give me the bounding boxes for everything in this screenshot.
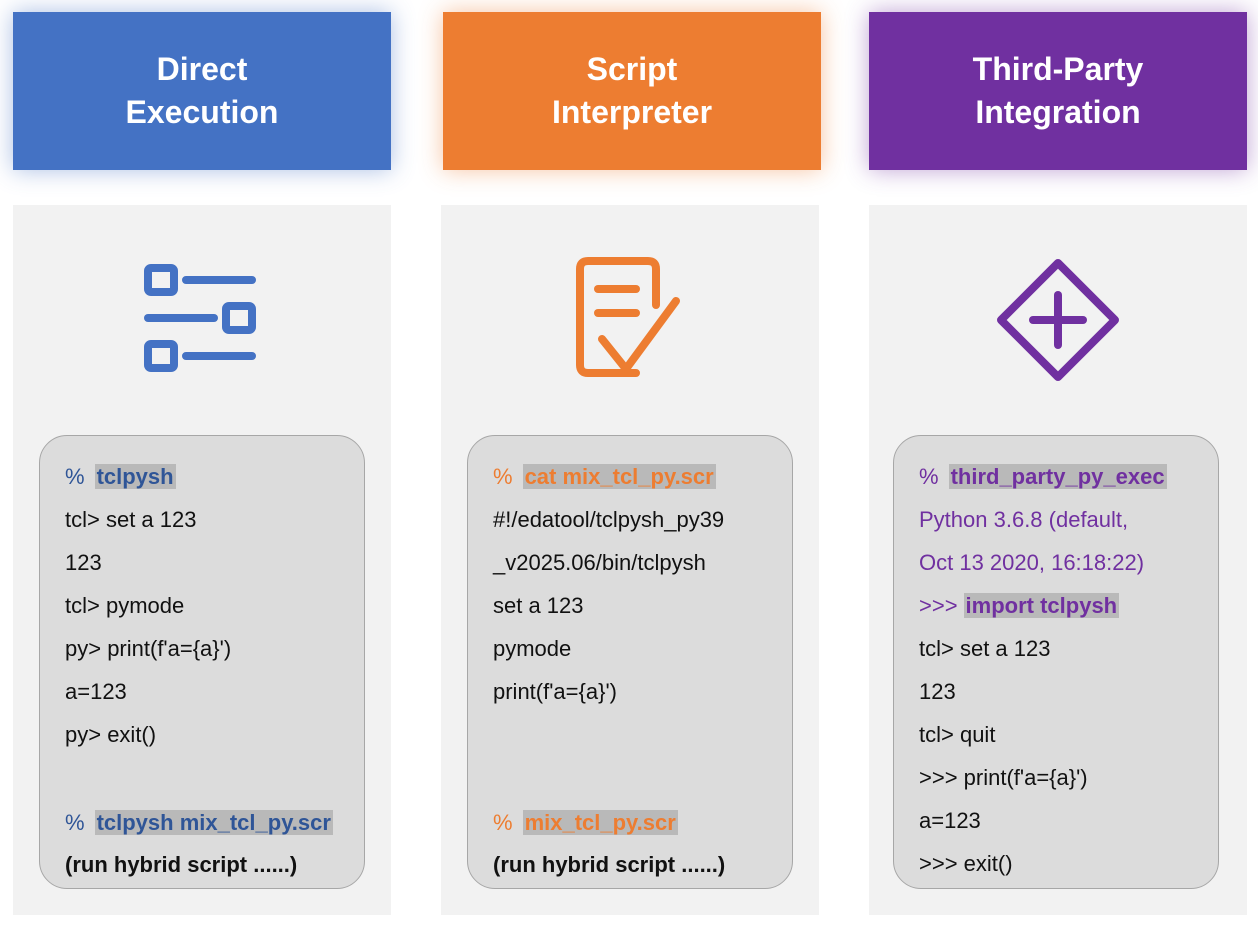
terminal-line: a=123: [919, 808, 981, 833]
terminal-line: tcl> set a 123: [65, 507, 197, 532]
command-text: tclpysh mix_tcl_py.scr: [94, 810, 333, 835]
terminal-line: % mix_tcl_py.scr: [493, 808, 678, 838]
prompt-symbol: %: [65, 464, 85, 489]
prompt-symbol: %: [493, 810, 513, 835]
terminal-line: py> exit(): [65, 722, 157, 747]
terminal-line: #!/edatool/tclpysh_py39: [493, 507, 725, 532]
terminal-line: tcl> pymode: [65, 593, 185, 618]
terminal-line: (run hybrid script ......): [493, 852, 726, 877]
terminal-line: set a 123: [493, 593, 584, 618]
terminal-line: >>> exit(): [919, 851, 1013, 876]
header-title-line2: Integration: [975, 94, 1141, 130]
command-text: import tclpysh: [963, 593, 1120, 618]
prompt-symbol: %: [919, 464, 939, 489]
terminal-line: % cat mix_tcl_py.scr: [493, 462, 716, 492]
panel-third-party-integration: % third_party_py_exec Python 3.6.8 (defau…: [869, 205, 1247, 915]
terminal-box: % cat mix_tcl_py.scr #!/edatool/tclpysh_p…: [467, 435, 793, 889]
terminal-line: print(f'a={a}'): [493, 679, 617, 704]
terminal-line: % tclpysh: [65, 462, 176, 492]
terminal-line: % tclpysh mix_tcl_py.scr: [65, 808, 333, 838]
terminal-line: pymode: [493, 636, 572, 661]
terminal-line: 123: [65, 550, 102, 575]
prompt-symbol: >>>: [919, 593, 958, 618]
command-text: mix_tcl_py.scr: [522, 810, 678, 835]
header-title-line1: Third-Party: [972, 51, 1144, 87]
terminal-line: 123: [919, 679, 956, 704]
diamond-plus-icon: [869, 250, 1247, 390]
header-title-line1: Direct: [156, 51, 248, 87]
terminal-line: % third_party_py_exec: [919, 462, 1167, 492]
script-check-icon: [441, 250, 819, 390]
terminal-line: (run hybrid script ......): [65, 852, 298, 877]
header-direct-execution: Direct Execution: [13, 12, 391, 170]
terminal-line: tcl> quit: [919, 722, 996, 747]
terminal-line: _v2025.06/bin/tclpysh: [493, 550, 706, 575]
list-settings-icon: [13, 250, 391, 390]
terminal-line: >>>import tclpysh: [919, 591, 1120, 621]
prompt-symbol: %: [65, 810, 85, 835]
panel-script-interpreter: % cat mix_tcl_py.scr #!/edatool/tclpysh_p…: [441, 205, 819, 915]
terminal-line: >>> print(f'a={a}'): [919, 765, 1088, 790]
panel-direct-execution: %tclpysh tcl> set a 123 123 tcl> pymode …: [13, 205, 391, 915]
terminal-box: % third_party_py_exec Python 3.6.8 (defau…: [893, 435, 1219, 889]
terminal-box: %tclpysh tcl> set a 123 123 tcl> pymode …: [39, 435, 365, 889]
header-title-line2: Interpreter: [551, 94, 713, 130]
terminal-line: Oct 13 2020, 16:18:22): [919, 550, 1145, 575]
header-title-line1: Script: [586, 51, 678, 87]
terminal-line: py> print(f'a={a}'): [65, 636, 232, 661]
terminal-line: a=123: [65, 679, 127, 704]
header-script-interpreter: Script Interpreter: [443, 12, 821, 170]
terminal-line: tcl> set a 123: [919, 636, 1051, 661]
prompt-symbol: %: [493, 464, 513, 489]
command-text: tclpysh: [94, 464, 176, 489]
command-text: third_party_py_exec: [948, 464, 1167, 489]
header-third-party-integration: Third-Party Integration: [869, 12, 1247, 170]
terminal-line: Python 3.6.8 (default,: [919, 507, 1129, 532]
header-title-line2: Execution: [125, 94, 279, 130]
command-text: cat mix_tcl_py.scr: [522, 464, 716, 489]
